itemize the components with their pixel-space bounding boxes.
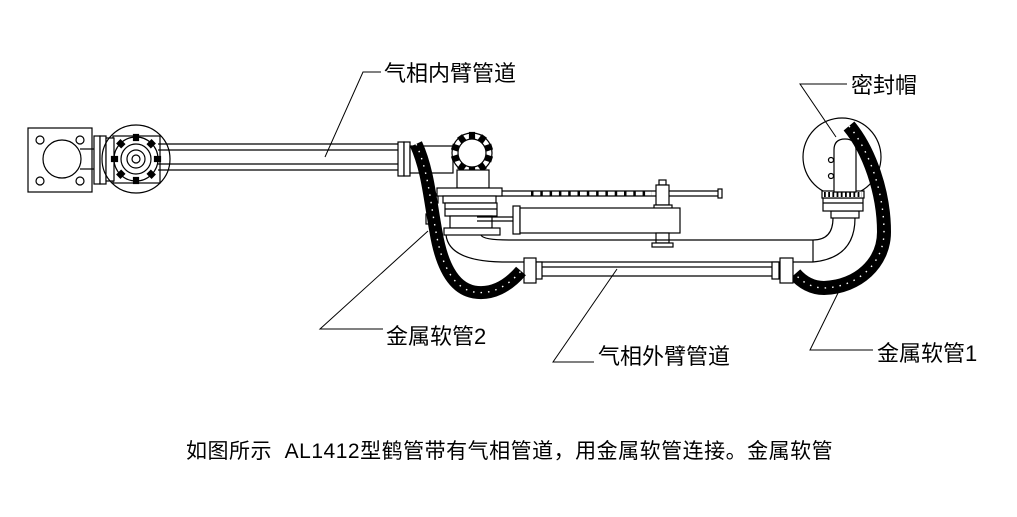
leader-metal-hose-2 [318, 230, 429, 330]
label-metal-hose-1: 金属软管1 [877, 341, 977, 366]
spring-rod-scale [470, 179, 723, 212]
metal-hose-2 [410, 141, 526, 300]
mounting-flange-plate [27, 127, 96, 193]
label-inner-arm-pipe: 气相内臂管道 [384, 61, 516, 86]
balance-cylinder [477, 205, 681, 248]
inlet-swivel-joint [93, 124, 171, 194]
label-metal-hose-2: 金属软管2 [386, 324, 486, 349]
swivel-bolt-ring [110, 133, 162, 185]
inner-arm-pipe [158, 141, 411, 177]
leader-seal-cap [799, 83, 847, 138]
leader-inner-arm-pipe [324, 71, 381, 158]
inner-arm-elbow [409, 131, 494, 189]
metal-hose-1 [771, 121, 892, 296]
seal-cap-assembly [802, 117, 882, 263]
caption-paragraph: 如图所示 AL1412型鹤管带有气相管道，用金属软管连接。金属软管 分为两种规格… [186, 383, 886, 517]
leader-lines [318, 71, 873, 363]
elbow-bolt-ring [450, 131, 494, 175]
label-seal-cap: 密封帽 [851, 73, 917, 98]
caption-line-1: 如图所示 AL1412型鹤管带有气相管道，用金属软管连接。金属软管 [186, 440, 834, 463]
outer-arm-tube [502, 239, 814, 263]
outer-arm-vapor-pipe [523, 257, 772, 284]
callout-labels: 气相内臂管道 密封帽 金属软管2 气相外臂管道 金属软管1 [384, 61, 977, 369]
leader-outer-arm-pipe [552, 268, 618, 363]
leader-metal-hose-1 [809, 292, 873, 351]
label-outer-arm-pipe: 气相外臂管道 [598, 344, 730, 369]
